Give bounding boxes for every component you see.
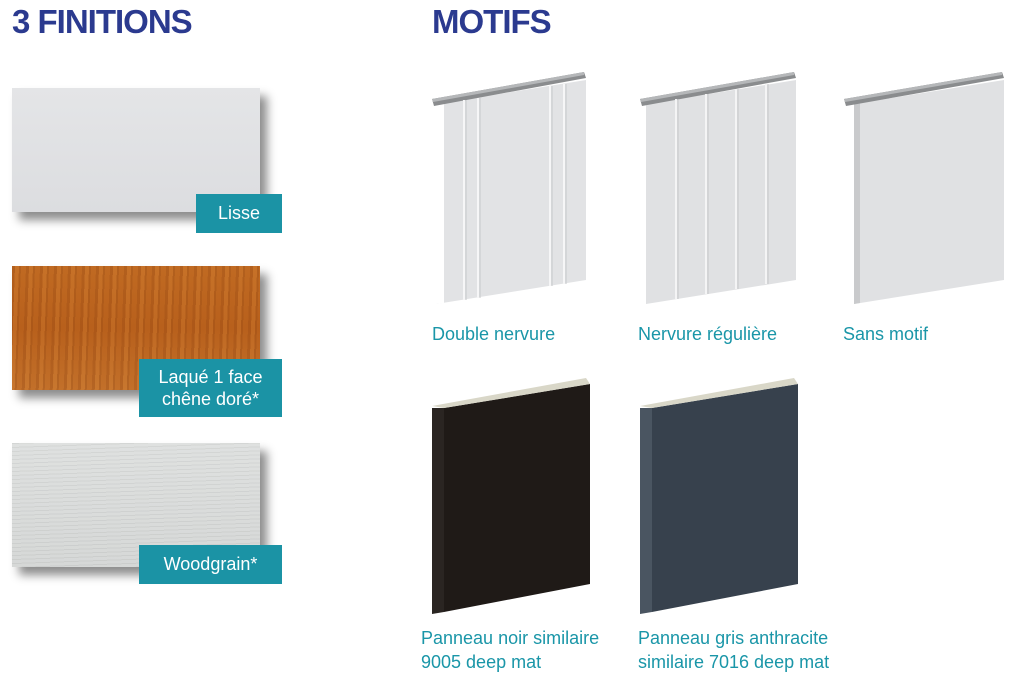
finish-label-line: Woodgrain* bbox=[163, 554, 258, 575]
finish-label-line: chêne doré* bbox=[161, 389, 260, 409]
caption-line: Nervure régulière bbox=[638, 324, 778, 344]
caption-panneau-noir: Panneau noir similaire 9005 deep mat bbox=[421, 626, 599, 674]
caption-line: Double nervure bbox=[432, 324, 556, 344]
panel-gris-anthracite-image bbox=[640, 378, 798, 614]
finish-swatch-lisse bbox=[12, 88, 260, 212]
finish-label-line: Lisse bbox=[217, 203, 261, 224]
caption-line: similaire 7016 deep mat bbox=[638, 652, 830, 672]
caption-line: Panneau gris anthracite bbox=[638, 628, 829, 648]
caption-line: Panneau noir similaire bbox=[421, 628, 600, 648]
caption-sans-motif: Sans motif bbox=[843, 322, 928, 346]
panel-nervure-reguliere-image bbox=[640, 72, 796, 304]
finitions-heading: 3 FINITIONS bbox=[12, 3, 193, 40]
panel-double-nervure-image bbox=[432, 72, 586, 304]
finish-label-line: Laqué 1 face bbox=[158, 366, 263, 387]
panel-noir-image bbox=[432, 378, 590, 614]
caption-nervure-reguliere: Nervure régulière bbox=[638, 322, 777, 346]
finish-label-woodgrain: Woodgrain* bbox=[139, 545, 282, 584]
panel-sans-motif-image bbox=[844, 72, 1004, 304]
caption-double-nervure: Double nervure bbox=[432, 322, 555, 346]
motifs-heading: MOTIFS bbox=[432, 3, 552, 40]
caption-line: 9005 deep mat bbox=[421, 652, 542, 672]
caption-line: Sans motif bbox=[843, 324, 929, 344]
finish-label-lisse: Lisse bbox=[196, 194, 282, 233]
caption-panneau-gris: Panneau gris anthracite similaire 7016 d… bbox=[638, 626, 829, 674]
finish-label-chene-dore: Laqué 1 face chêne doré* bbox=[139, 359, 282, 417]
